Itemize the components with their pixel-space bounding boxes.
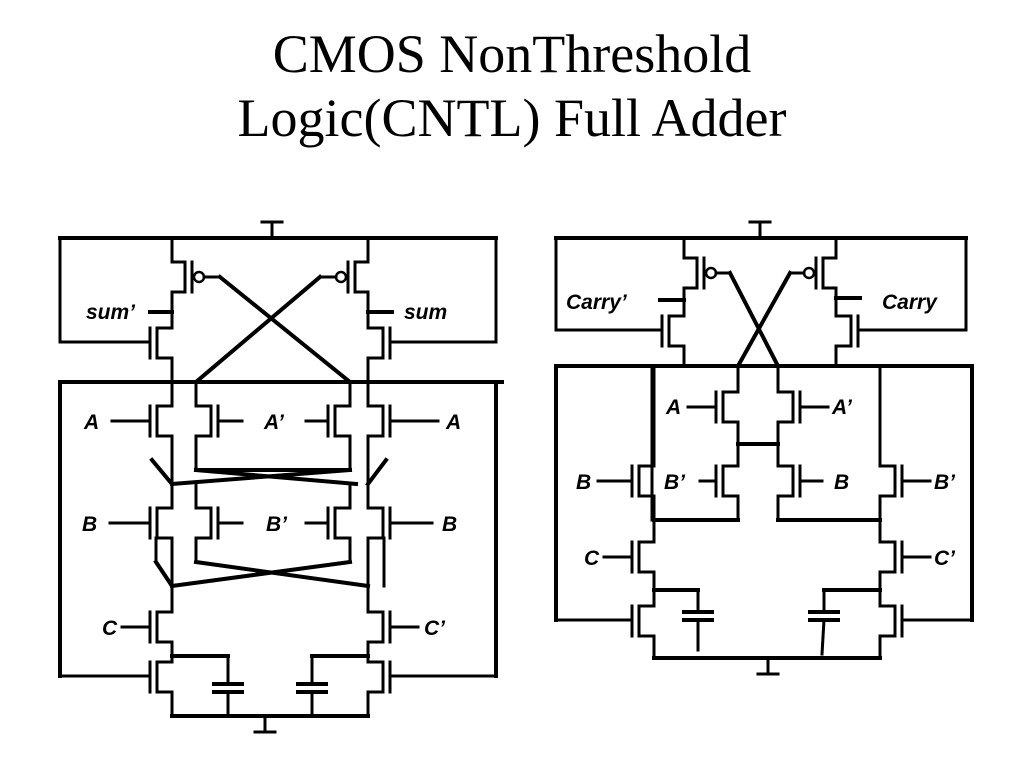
carry-input-a-bar: A’ xyxy=(831,396,853,419)
carry-top-rail xyxy=(554,236,968,332)
sum-cross-coupling xyxy=(193,274,353,385)
carry-circuit: Carry’ Carry A A’ B B’ B B’ C C’ xyxy=(554,220,974,676)
sum-left-output-stack xyxy=(136,236,222,384)
sum-right-output-stack xyxy=(318,236,410,384)
carry-gate-stubs xyxy=(596,405,932,559)
carry-row-a-transistors xyxy=(694,364,824,446)
carry-vdd-terminal xyxy=(748,220,772,240)
sum-input-a-right: A xyxy=(445,411,461,434)
title-line-1: CMOS NonThreshold xyxy=(272,24,752,84)
carry-label: Carry xyxy=(882,291,938,314)
sum-middle-rail xyxy=(58,380,504,678)
sum-bottom-stage xyxy=(148,654,392,734)
carry-input-b-inner: B xyxy=(834,471,849,494)
carry-row-c-transistors xyxy=(608,518,926,592)
sum-row-a-transistors xyxy=(126,380,414,487)
carry-bottom-stage xyxy=(622,588,908,676)
title-line-2: Logic(CNTL) Full Adder xyxy=(237,88,787,148)
sum-row-b-transistors xyxy=(126,482,414,589)
carry-input-b-bar-inner: B’ xyxy=(664,471,686,494)
sum-input-a-bar: A’ xyxy=(263,411,285,434)
sum-input-b-right: B xyxy=(442,513,457,536)
sum-gate-stubs xyxy=(108,419,440,629)
sum-input-a-left: A xyxy=(83,411,99,434)
sum-input-b-bar: B’ xyxy=(266,513,288,536)
carry-row-b-transistors xyxy=(608,364,926,522)
carry-cross-coupling xyxy=(727,270,793,369)
sum-top-rail xyxy=(58,236,498,344)
carry-middle-rail xyxy=(554,364,974,622)
sum-label: sum xyxy=(404,301,447,324)
sum-input-c-bar: C’ xyxy=(424,617,446,640)
carry-bar-label: Carry’ xyxy=(566,291,628,314)
sum-vdd-terminal xyxy=(260,220,284,240)
carry-left-output-stack xyxy=(646,236,732,368)
carry-right-output-stack xyxy=(788,236,882,368)
carry-input-b-left: B xyxy=(576,471,591,494)
sum-input-c: C xyxy=(102,617,118,640)
carry-input-a: A xyxy=(665,396,681,419)
slide-title: CMOS NonThreshold Logic(CNTL) Full Adder xyxy=(0,22,1024,150)
carry-input-b-bar-right: B’ xyxy=(934,471,956,494)
sum-circuit: sum’ sum A A’ A B B’ B C C’ xyxy=(58,220,504,734)
sum-input-b-left: B xyxy=(82,513,97,536)
carry-input-c-bar: C’ xyxy=(934,547,956,570)
sum-row-c-transistors xyxy=(126,584,414,658)
carry-input-c: C xyxy=(584,547,600,570)
sum-bar-label: sum’ xyxy=(86,301,136,324)
